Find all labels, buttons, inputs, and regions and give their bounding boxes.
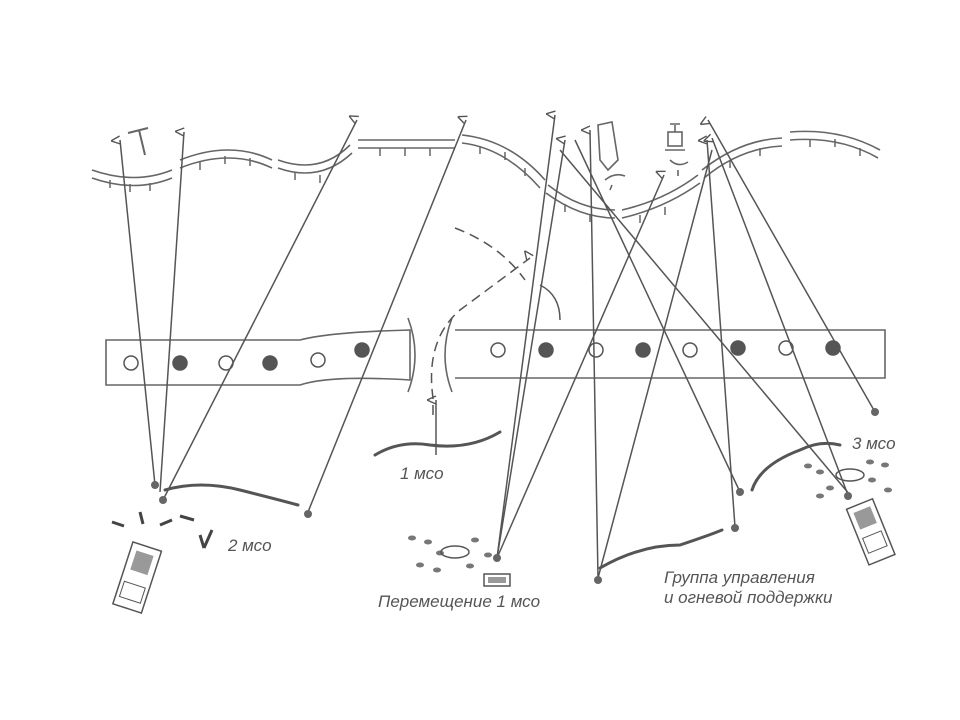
- movement-route: [432, 227, 561, 455]
- label-group-line1: Группа управления: [664, 568, 815, 587]
- positions: [123, 340, 841, 371]
- defense-belt-right: [455, 329, 886, 379]
- formation-dots: [408, 459, 892, 573]
- vehicle-icon-left: [111, 541, 163, 615]
- enemy-vehicle-icon: [665, 123, 689, 176]
- command-post-oval: [440, 545, 470, 559]
- label-unit-1: 1 мсо: [400, 464, 444, 483]
- defense-belt-left: [105, 329, 411, 386]
- observation-marks: [111, 511, 214, 549]
- enemy-tank-icon: [597, 121, 626, 191]
- command-post-oval-3: [835, 468, 865, 482]
- label-group-line2: и огневой поддержки: [664, 588, 833, 607]
- unit-lines: [163, 430, 842, 570]
- label-unit-2: 2 мсо: [228, 536, 272, 555]
- label-movement: Перемещение 1 мсо: [378, 592, 541, 611]
- vehicle-icon-movement: [483, 573, 511, 587]
- enemy-trench-line: [91, 130, 881, 223]
- enemy-weapon-icon: [127, 127, 149, 156]
- firing-points: [151, 408, 879, 584]
- fire-lines: [120, 115, 876, 579]
- vehicle-icon-right: [845, 497, 896, 566]
- label-unit-3: 3 мсо: [852, 434, 896, 453]
- passage-gap: [407, 317, 453, 393]
